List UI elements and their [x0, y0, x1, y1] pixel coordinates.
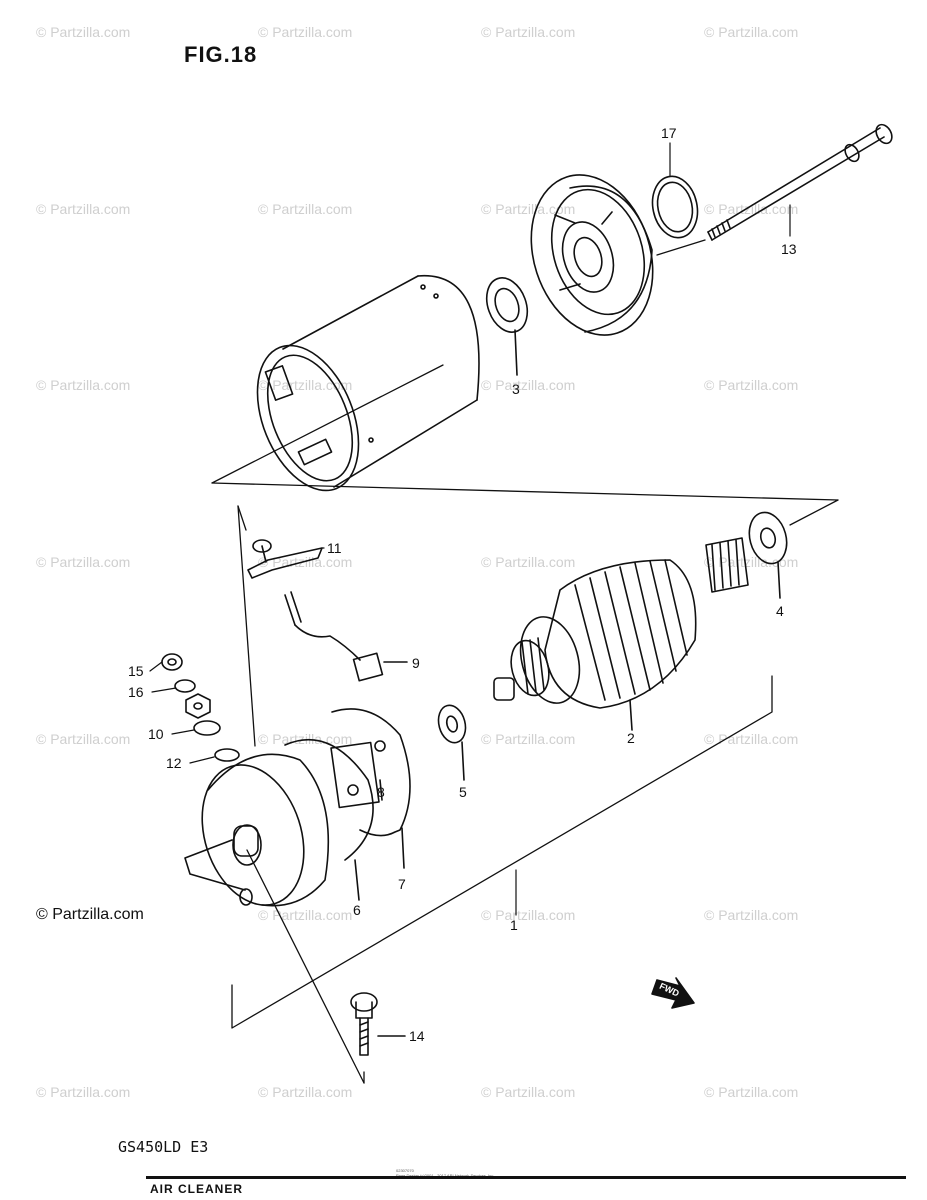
watermark: © Partzilla.com: [704, 24, 799, 40]
watermark: © Partzilla.com: [258, 24, 353, 40]
model-code: GS450LD E3: [118, 1138, 209, 1156]
footer-fine-print-line-2: Page Design (c)2001 - 2017 ARI Network S…: [396, 1173, 495, 1178]
watermark: © Partzilla.com: [704, 554, 799, 570]
callout-14: 14: [409, 1028, 425, 1044]
assembly-guide-lines: [211, 239, 839, 1084]
callout-labels: 17 13 3 11 4 9 15 16 10 2 12 8 5 7 6 1 1…: [128, 125, 797, 1044]
callout-2: 2: [627, 730, 635, 746]
callout-15: 15: [128, 663, 144, 679]
oil-seal-part-3: [485, 277, 529, 376]
brush-spring-part-9: [284, 591, 408, 682]
washer-part-5: [437, 704, 467, 781]
footer-section: AIR CLEANER: [150, 1180, 330, 1194]
watermark: © Partzilla.com: [704, 377, 799, 393]
callout-8: 8: [377, 784, 385, 800]
washer-part-16: [174, 679, 196, 693]
watermark: © Partzilla.com: [258, 377, 353, 393]
watermark: © Partzilla.com: [36, 1084, 131, 1100]
forward-direction-arrow: [651, 977, 695, 1009]
o-ring-part-6: [284, 738, 374, 901]
callout-leaders: [149, 142, 791, 916]
watermark: © Partzilla.com: [481, 731, 576, 747]
watermark: © Partzilla.com: [704, 907, 799, 923]
watermark: © Partzilla.com: [258, 201, 353, 217]
callout-9: 9: [412, 655, 420, 671]
callout-4: 4: [776, 603, 784, 619]
watermark: © Partzilla.com: [481, 907, 576, 923]
callout-17: 17: [661, 125, 677, 141]
bracket-part-11: [247, 539, 323, 579]
footer-fine-print-line-1: 02307070: [396, 1168, 414, 1173]
footer-fine-print: 02307070 Page Design (c)2001 - 2017 ARI …: [396, 1168, 495, 1178]
ring-part-12: [214, 748, 240, 762]
footer-section-label: AIR CLEANER: [150, 1182, 244, 1194]
watermark: © Partzilla.com: [481, 377, 576, 393]
o-ring-part-17: [651, 175, 699, 239]
watermark: © Partzilla.com: [704, 1084, 799, 1100]
ring-part-10: [193, 720, 221, 736]
callout-3: 3: [512, 381, 520, 397]
washer-part-4: [748, 511, 788, 599]
through-bolt-part-13: [707, 123, 893, 241]
nut-part-15: [161, 653, 183, 671]
callout-7: 7: [398, 876, 406, 892]
callout-11: 11: [327, 540, 342, 556]
callout-5: 5: [459, 784, 467, 800]
watermark: © Partzilla.com: [258, 1084, 353, 1100]
copyright-notice: © Partzilla.com: [36, 906, 144, 923]
watermark: © Partzilla.com: [481, 201, 576, 217]
front-cover: [184, 753, 330, 907]
callout-6: 6: [353, 902, 361, 918]
nut-part-10-hex: [185, 693, 211, 719]
watermark: © Partzilla.com: [36, 554, 131, 570]
figure-title: FIG.18: [184, 42, 258, 67]
end-housing: [530, 174, 654, 336]
callout-10: 10: [148, 726, 164, 742]
watermark: © Partzilla.com: [36, 377, 131, 393]
watermark: © Partzilla.com: [36, 201, 131, 217]
starter-yoke: [256, 275, 480, 492]
watermark: © Partzilla.com: [481, 1084, 576, 1100]
callout-16: 16: [128, 684, 144, 700]
watermark: © Partzilla.com: [704, 731, 799, 747]
callout-1: 1: [510, 917, 518, 933]
armature-part-2: [493, 537, 749, 731]
watermark: © Partzilla.com: [704, 201, 799, 217]
callout-12: 12: [166, 755, 182, 771]
watermark: © Partzilla.com: [481, 554, 576, 570]
bolt-part-14: [350, 992, 406, 1056]
watermark: © Partzilla.com: [36, 731, 131, 747]
footer-divider: [146, 1176, 906, 1179]
watermark: © Partzilla.com: [36, 24, 131, 40]
watermark: © Partzilla.com: [481, 24, 576, 40]
callout-13: 13: [781, 241, 797, 257]
brush-holder-part-8: [330, 708, 411, 869]
